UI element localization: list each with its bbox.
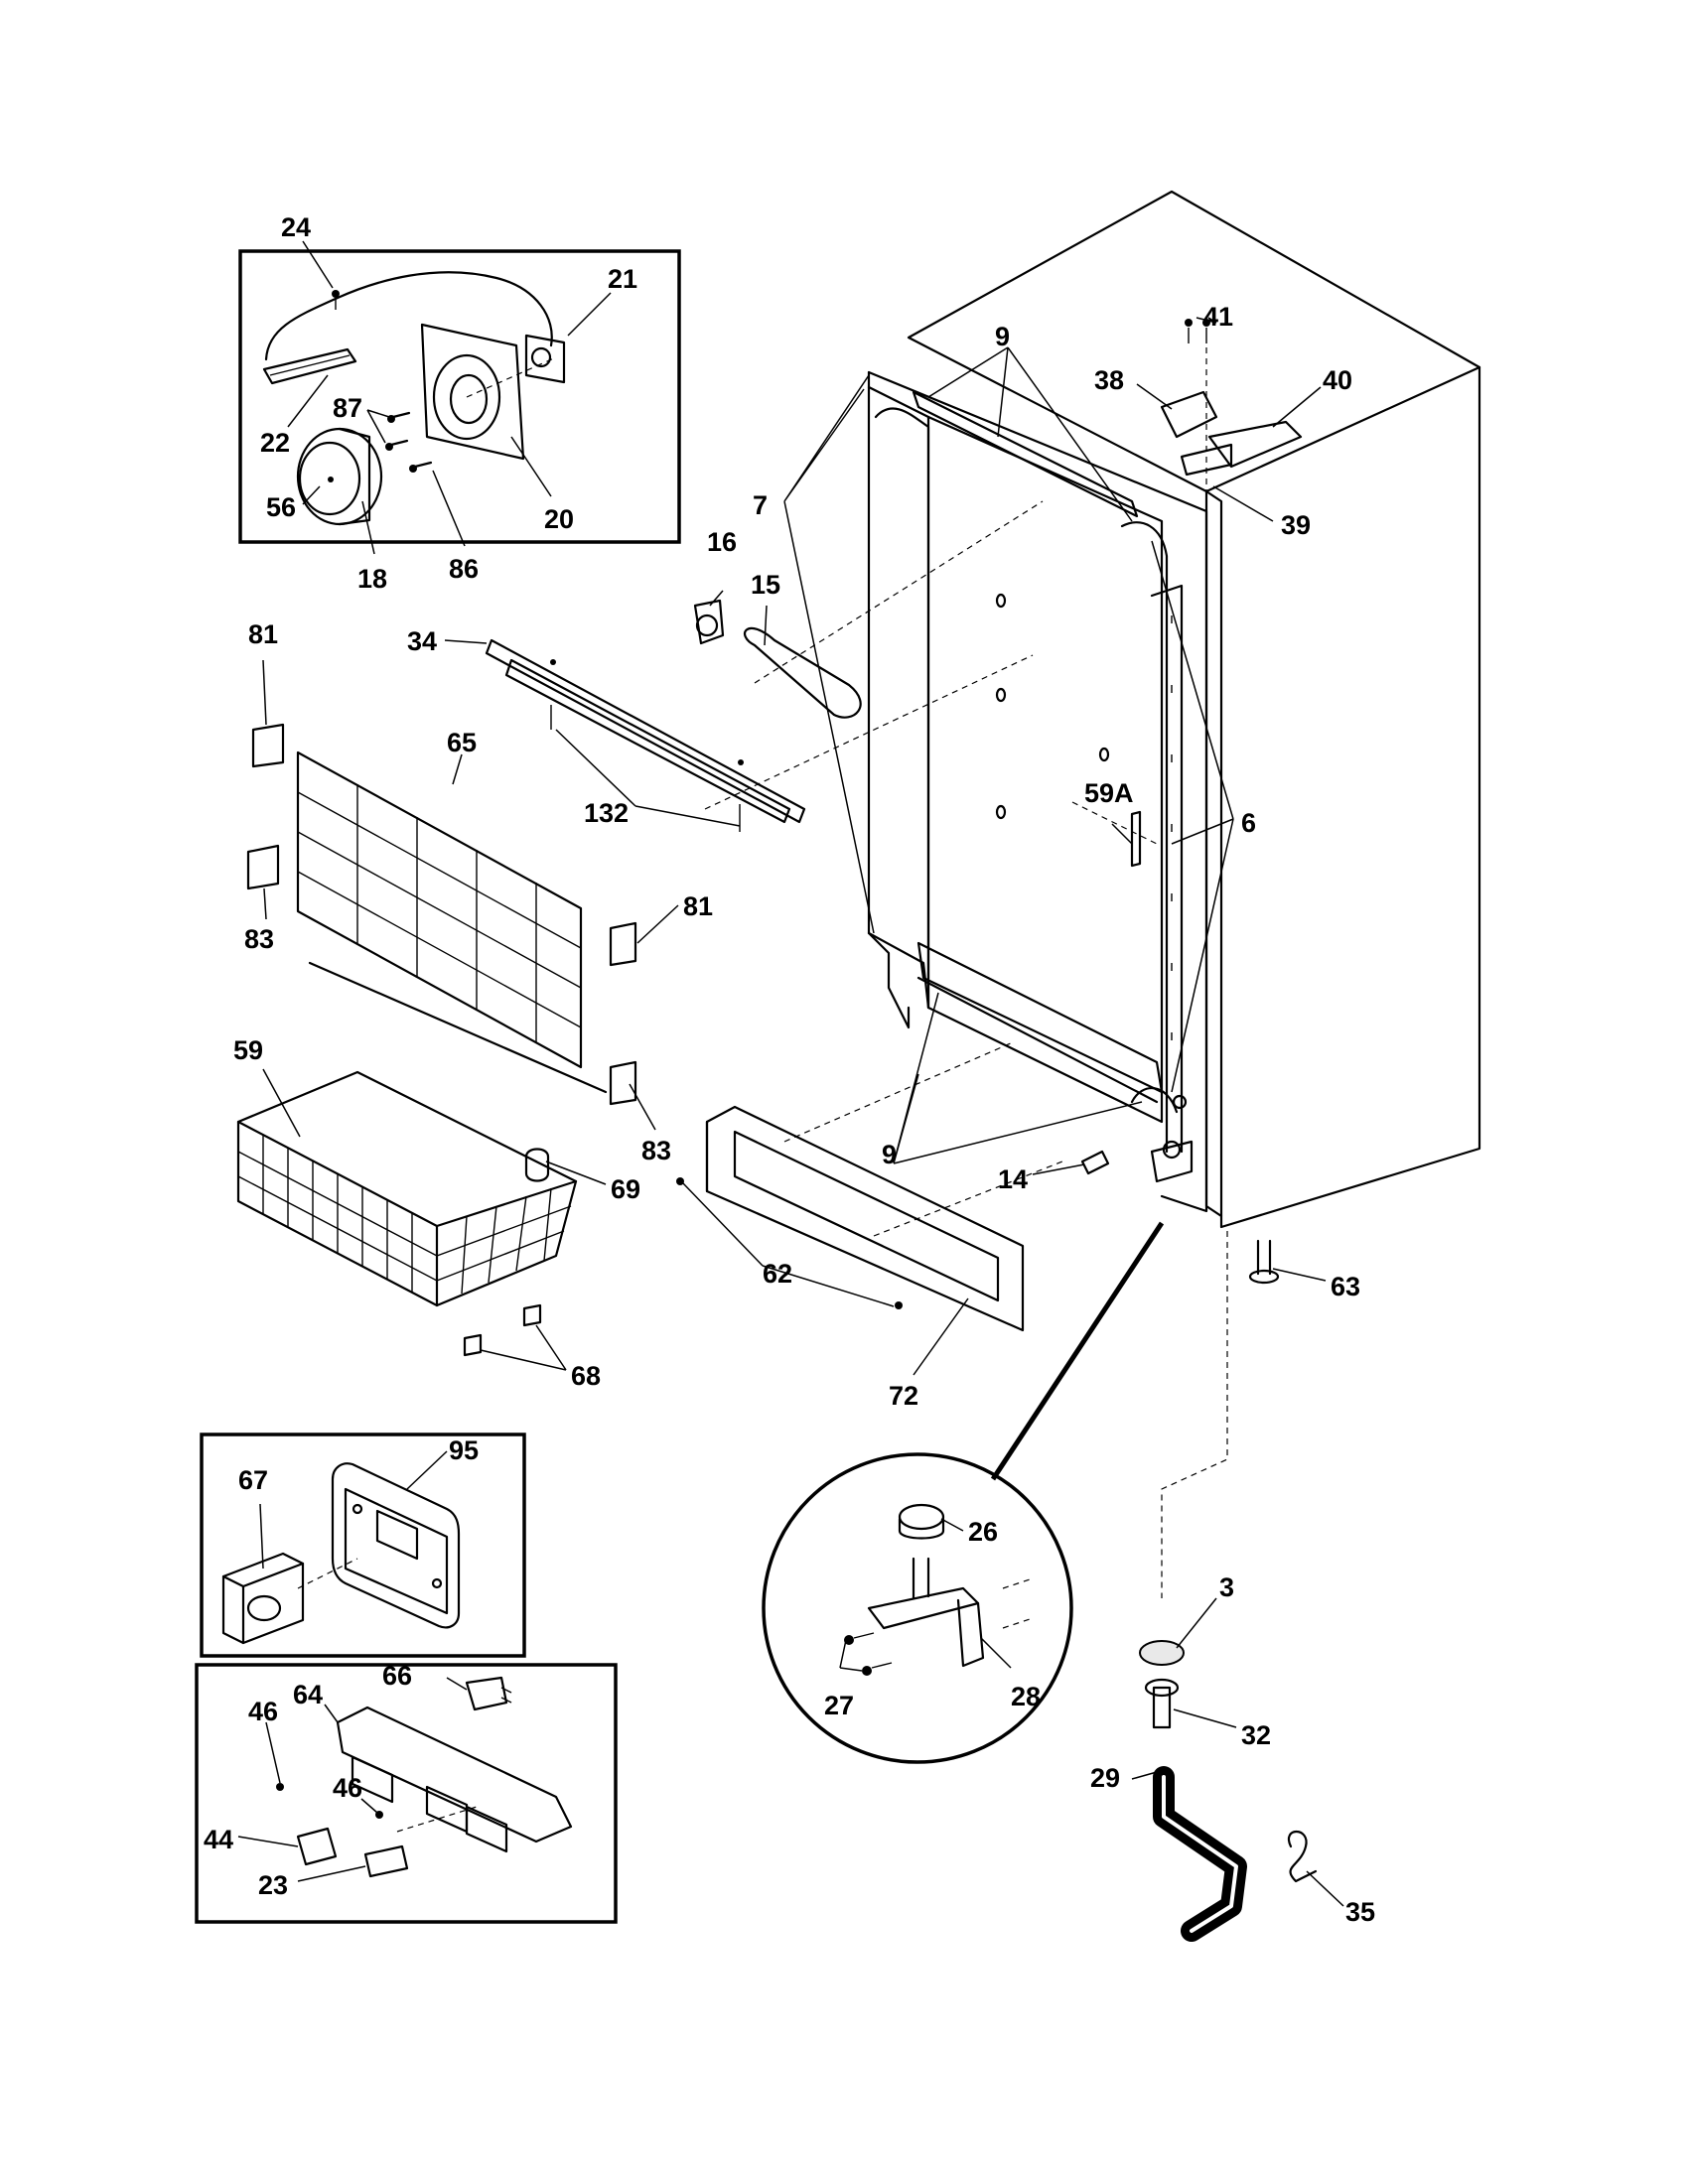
label-3: 3 <box>1219 1572 1234 1602</box>
label-46-left: 46 <box>248 1697 278 1726</box>
label-62: 62 <box>763 1259 792 1289</box>
label-9-top: 9 <box>995 322 1010 351</box>
label-34: 34 <box>407 626 437 656</box>
switch-95-67 <box>221 1462 461 1645</box>
part-labels: 24 21 87 22 56 18 86 20 9 41 38 40 7 39 … <box>204 212 1375 1927</box>
label-59: 59 <box>233 1035 263 1065</box>
label-18: 18 <box>357 564 387 594</box>
label-95: 95 <box>449 1435 479 1465</box>
label-39: 39 <box>1281 510 1311 540</box>
label-23: 23 <box>258 1870 288 1900</box>
cabinet <box>704 190 1481 1237</box>
label-20: 20 <box>544 504 574 534</box>
label-26: 26 <box>968 1517 998 1547</box>
label-9-bottom: 9 <box>882 1140 897 1169</box>
label-16: 16 <box>707 527 737 557</box>
label-38: 38 <box>1094 365 1124 395</box>
label-87: 87 <box>333 393 362 423</box>
label-15: 15 <box>751 570 780 600</box>
thermostat-assembly <box>262 271 566 526</box>
label-7: 7 <box>753 490 768 520</box>
label-83-top: 83 <box>244 924 274 954</box>
wire-shelf-65 <box>246 723 637 1106</box>
label-44: 44 <box>204 1825 233 1854</box>
label-41: 41 <box>1203 302 1233 332</box>
inset-box-thermostat <box>238 249 681 544</box>
label-56: 56 <box>266 492 296 522</box>
label-28: 28 <box>1011 1682 1041 1711</box>
label-46-middle: 46 <box>333 1773 362 1803</box>
label-68: 68 <box>571 1361 601 1391</box>
drain-hose-29 <box>1139 1640 1318 1942</box>
leader-lines <box>237 240 1344 1907</box>
inset-box-light-switch <box>195 1663 618 1924</box>
label-67: 67 <box>238 1465 268 1495</box>
label-72: 72 <box>889 1381 918 1411</box>
label-29: 29 <box>1090 1763 1120 1793</box>
label-21: 21 <box>608 264 637 294</box>
label-81-right: 81 <box>683 891 713 921</box>
light-switch-assembly <box>276 1676 573 1878</box>
hinge-detail <box>762 1221 1165 1764</box>
upper-rail-34 <box>485 638 806 832</box>
label-63: 63 <box>1331 1272 1360 1301</box>
label-22: 22 <box>260 428 290 458</box>
label-6: 6 <box>1241 808 1256 838</box>
label-64: 64 <box>293 1680 323 1709</box>
label-83-right: 83 <box>641 1136 671 1165</box>
label-24: 24 <box>281 212 311 242</box>
label-14: 14 <box>998 1164 1028 1194</box>
label-132: 132 <box>584 798 629 828</box>
label-40: 40 <box>1323 365 1352 395</box>
defrost-drain-15-16 <box>693 599 862 719</box>
label-81-top: 81 <box>248 619 278 649</box>
label-69: 69 <box>611 1174 640 1204</box>
label-27: 27 <box>824 1691 854 1720</box>
inset-box-switch <box>200 1433 526 1658</box>
kick-plate-72 <box>676 1105 1025 1332</box>
label-65: 65 <box>447 728 477 757</box>
label-35: 35 <box>1345 1897 1375 1927</box>
leveling-leg <box>1161 1231 1280 1598</box>
label-59A: 59A <box>1084 778 1134 808</box>
label-66: 66 <box>382 1661 412 1691</box>
label-32: 32 <box>1241 1720 1271 1750</box>
label-86: 86 <box>449 554 479 584</box>
wire-basket-59 <box>236 1070 578 1357</box>
